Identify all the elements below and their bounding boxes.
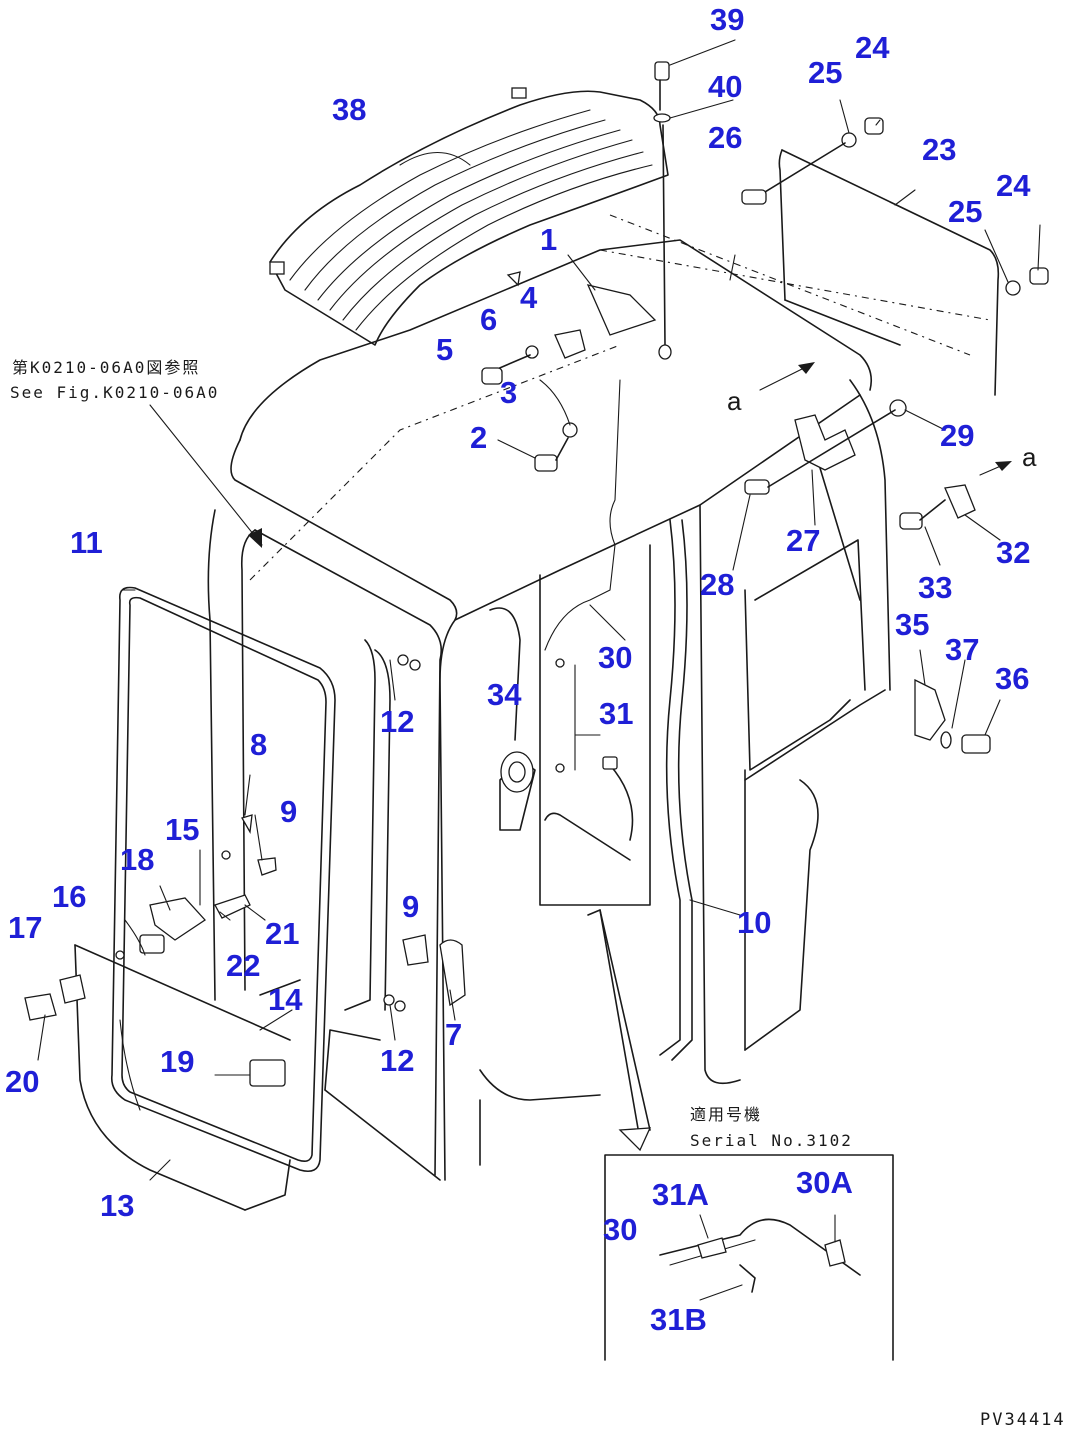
callout-31A: 31A xyxy=(652,1177,709,1212)
callout-18: 18 xyxy=(120,842,154,877)
leader-lines xyxy=(37,39,1041,1301)
callout-38: 38 xyxy=(332,92,366,127)
callout-23: 23 xyxy=(922,132,956,167)
callout-4: 4 xyxy=(520,280,538,315)
callout-30b: 30 xyxy=(603,1212,637,1247)
callout-7: 7 xyxy=(445,1017,462,1052)
figure-code: PV34414 xyxy=(980,1410,1066,1430)
callout-31B: 31B xyxy=(650,1302,707,1337)
cab-door xyxy=(74,586,336,1211)
callout-25a: 25 xyxy=(808,55,842,90)
callout-labels: 39 40 24 25 26 23 24 25 38 1 4 6 5 3 2 2… xyxy=(5,2,1031,1337)
callout-20: 20 xyxy=(5,1064,39,1099)
hardware-parts xyxy=(24,61,1049,1087)
callout-25b: 25 xyxy=(948,194,982,229)
serial-detail-box xyxy=(604,1154,894,1361)
callout-24b: 24 xyxy=(996,168,1031,203)
callout-36: 36 xyxy=(995,661,1029,696)
callout-39: 39 xyxy=(710,2,744,37)
callout-34: 34 xyxy=(487,677,522,712)
callout-15: 15 xyxy=(165,812,199,847)
callout-27: 27 xyxy=(786,523,820,558)
callout-31: 31 xyxy=(599,696,633,731)
callout-3: 3 xyxy=(500,375,517,410)
callout-22: 22 xyxy=(226,948,260,983)
roof-window xyxy=(269,87,669,346)
view-arrow-label-a-2: a xyxy=(1022,442,1037,472)
callout-9b: 9 xyxy=(402,889,419,924)
callout-5: 5 xyxy=(436,332,453,367)
callout-24a: 24 xyxy=(855,30,890,65)
callout-13: 13 xyxy=(100,1188,134,1223)
callout-12b: 12 xyxy=(380,1043,414,1078)
callout-6: 6 xyxy=(480,302,497,337)
callout-30a: 30 xyxy=(598,640,632,675)
callout-14: 14 xyxy=(268,982,303,1017)
callout-9a: 9 xyxy=(280,794,297,829)
callout-10: 10 xyxy=(737,905,771,940)
callout-21: 21 xyxy=(265,916,299,951)
view-arrow-label-a: a xyxy=(727,386,742,416)
drawing-notes: 第K0210-06A0図参照 See Fig.K0210-06A0 a a 適用… xyxy=(10,358,1066,1430)
callout-35: 35 xyxy=(895,607,929,642)
callout-17: 17 xyxy=(8,910,42,945)
serial-note-en: Serial No.3102 xyxy=(690,1131,853,1150)
callout-30A: 30A xyxy=(796,1165,853,1200)
serial-note-jp: 適用号機 xyxy=(690,1105,762,1124)
callout-40: 40 xyxy=(708,69,742,104)
callout-19: 19 xyxy=(160,1044,194,1079)
reference-note-jp: 第K0210-06A0図参照 xyxy=(12,358,200,377)
callout-2: 2 xyxy=(470,420,487,455)
callout-1: 1 xyxy=(540,222,557,257)
side-window xyxy=(778,149,1000,396)
callout-29: 29 xyxy=(940,418,974,453)
callout-8: 8 xyxy=(250,727,267,762)
callout-32: 32 xyxy=(996,535,1030,570)
callout-28: 28 xyxy=(700,567,734,602)
callout-37: 37 xyxy=(945,632,979,667)
callout-11: 11 xyxy=(70,525,103,560)
cab-body xyxy=(149,214,991,1181)
callout-12a: 12 xyxy=(380,704,414,739)
callout-33: 33 xyxy=(918,570,952,605)
callout-26: 26 xyxy=(708,120,742,155)
callout-16: 16 xyxy=(52,879,86,914)
reference-note-en: See Fig.K0210-06A0 xyxy=(10,383,219,402)
